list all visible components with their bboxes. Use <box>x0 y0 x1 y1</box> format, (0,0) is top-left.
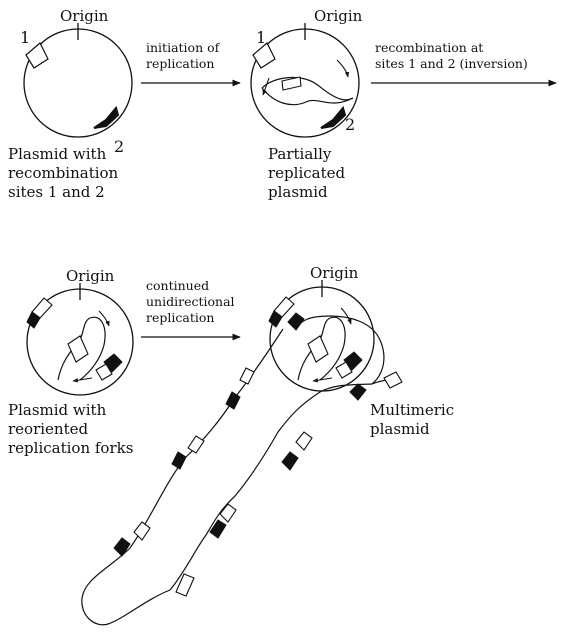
caption-line: Plasmid with <box>8 401 133 420</box>
panel-4-caption: Multimeric plasmid <box>370 401 454 439</box>
tail-site-black <box>210 520 226 538</box>
tail-site-white <box>240 368 254 384</box>
site-2-marker <box>321 108 345 128</box>
caption-line: Partially <box>268 145 345 164</box>
panel-1-plasmid: Origin 1 2 <box>20 7 132 156</box>
new-site-copy <box>282 77 301 90</box>
site-1-label: 1 <box>20 28 30 47</box>
tail-site-white <box>220 504 236 522</box>
site-marker-black-2 <box>288 313 304 330</box>
panel-3-caption: Plasmid with reoriented replication fork… <box>8 401 133 458</box>
tail-site-black <box>114 538 130 556</box>
origin-label: Origin <box>314 7 363 25</box>
caption-line: sites 1 and 2 <box>8 183 118 202</box>
caption-line: replication forks <box>8 439 133 458</box>
caption-line: plasmid <box>370 420 454 439</box>
arrow-recombination: recombination at sites 1 and 2 (inversio… <box>371 40 556 83</box>
arrow-initiation: initiation of replication <box>141 40 240 83</box>
inner-site-white <box>68 336 88 362</box>
tail-site-white <box>384 372 402 388</box>
inner-site-white <box>308 336 328 362</box>
caption-line: Plasmid with <box>8 145 118 164</box>
arrow-label-line-1: recombination at <box>375 40 483 55</box>
origin-label: Origin <box>310 264 359 282</box>
arrow-continued: continued unidirectional replication <box>141 278 240 337</box>
caption-line: plasmid <box>268 183 345 202</box>
site-2-marker <box>94 108 118 128</box>
tail-site-white <box>296 432 312 450</box>
fork-arrow-top <box>341 308 351 324</box>
arrow-label-line-3: replication <box>146 310 214 325</box>
arrow-label-line-2: unidirectional <box>146 294 235 309</box>
caption-line: Multimeric <box>370 401 454 420</box>
fork-arrow-top <box>99 311 109 326</box>
multimer-tail <box>82 329 402 625</box>
site-1-label: 1 <box>256 28 266 47</box>
arrow-label-line-2: sites 1 and 2 (inversion) <box>375 56 528 71</box>
origin-label: Origin <box>66 267 115 285</box>
caption-line: recombination <box>8 164 118 183</box>
panel-3-plasmid: Origin <box>27 267 133 395</box>
tail-site-white <box>188 436 204 453</box>
panel-1-caption: Plasmid with recombination sites 1 and 2 <box>8 145 118 202</box>
panel-2-plasmid: Origin 1 2 <box>251 7 363 137</box>
arrow-label-line-2: replication <box>146 56 214 71</box>
tail-site-black <box>172 452 186 469</box>
tail-site-black <box>350 384 366 400</box>
arrow-label-line-1: initiation of <box>146 40 221 55</box>
site-2-label: 2 <box>345 115 355 134</box>
replication-bubble <box>262 77 353 99</box>
origin-label: Origin <box>60 7 109 25</box>
caption-line: reoriented <box>8 420 133 439</box>
replication-bubble-inner <box>262 88 353 105</box>
arrow-label-line-1: continued <box>146 278 209 293</box>
panel-2-caption: Partially replicated plasmid <box>268 145 345 202</box>
caption-line: replicated <box>268 164 345 183</box>
tail-site-black <box>282 452 298 470</box>
fork-arrow-right <box>337 60 348 77</box>
